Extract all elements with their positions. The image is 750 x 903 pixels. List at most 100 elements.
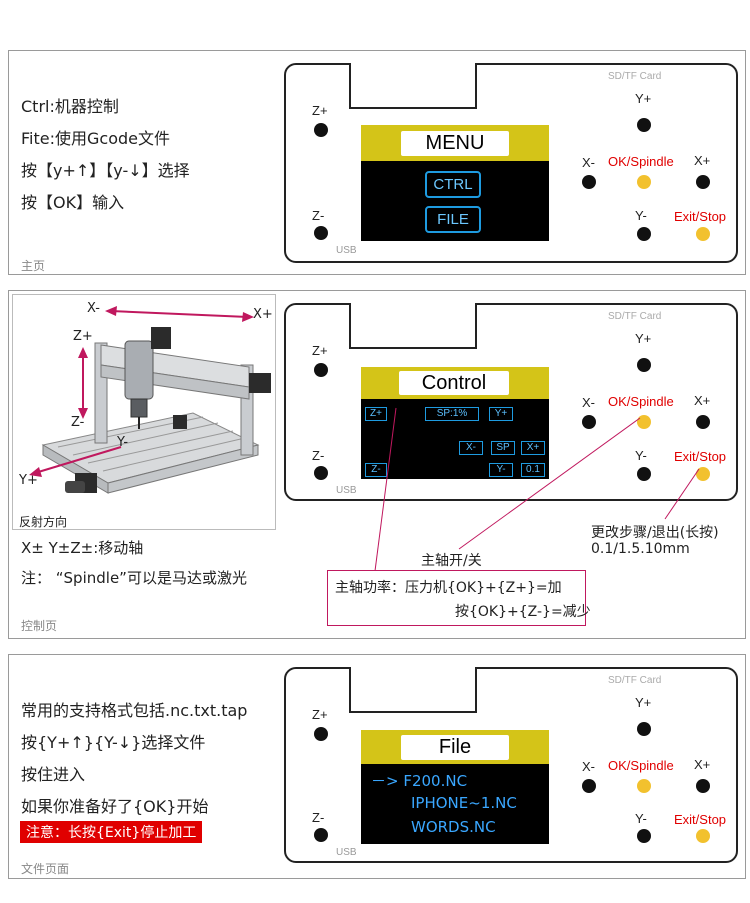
sd-card-slot xyxy=(349,63,477,109)
y-plus-label: Y+ xyxy=(635,91,652,106)
exit-stop-label: Exit/Stop xyxy=(674,449,727,464)
file-list-item[interactable]: WORDS.NC xyxy=(411,818,496,836)
y-minus-button[interactable] xyxy=(637,227,651,241)
leader-exit-stop xyxy=(664,468,700,520)
y-minus-label: Y- xyxy=(635,448,647,463)
z-plus-button[interactable] xyxy=(314,363,328,377)
z-plus-button[interactable] xyxy=(314,123,328,137)
usb-label: USB xyxy=(336,485,357,496)
ok-spindle-button[interactable] xyxy=(637,779,651,793)
y-minus-button[interactable] xyxy=(637,467,651,481)
warning-badge: 注意：长按{Exit}停止加工 xyxy=(20,821,203,843)
y-minus-button[interactable] xyxy=(637,829,651,843)
leader-spindle-power xyxy=(374,407,397,572)
axis-label-z-plus: Z+ xyxy=(73,329,93,344)
z-plus-label: Z+ xyxy=(312,343,328,358)
x-plus-button[interactable] xyxy=(696,175,710,189)
y-plus-button[interactable] xyxy=(637,118,651,132)
instruction-line: 按{Y+↑}{Y-↓}选择文件 xyxy=(21,733,206,752)
z-plus-label: Z+ xyxy=(312,103,328,118)
exit-stop-button[interactable] xyxy=(696,467,710,481)
ok-spindle-label: OK/Spindle xyxy=(608,758,674,773)
x-plus-label: X+ xyxy=(694,153,711,168)
lcd-screen: Control Z+ SP:1% Y+ X- SP X+ Z- Y- 0.1 xyxy=(361,367,549,479)
usb-label: USB xyxy=(336,847,357,858)
instruction-line: Ctrl:机器控制 xyxy=(21,97,119,116)
page-caption: 文件页面 xyxy=(21,862,70,876)
ok-spindle-button[interactable] xyxy=(637,175,651,189)
axis-label-y-plus: Y+ xyxy=(19,473,38,488)
screen-tag-z-plus[interactable]: Z+ xyxy=(365,407,387,421)
page-caption: 主页 xyxy=(21,259,46,273)
sd-card-label: SD/TF Card xyxy=(608,675,662,686)
exit-stop-button[interactable] xyxy=(696,227,710,241)
y-minus-label: Y- xyxy=(635,811,647,826)
cnc-machine-image: X- X+ Z+ Z- Y- Y+ 反射方向 xyxy=(12,294,276,530)
axis-label-x-minus: X- xyxy=(87,301,100,316)
z-plus-label: Z+ xyxy=(312,707,328,722)
screen-title: Control xyxy=(399,371,509,395)
axis-label-y-minus: Y- xyxy=(117,435,129,450)
instruction-line: 注： “Spindle”可以是马达或激光 xyxy=(21,569,247,587)
file-menu-button[interactable]: FILE xyxy=(425,206,481,233)
spindle-toggle-note: 主轴开/关 xyxy=(421,553,482,569)
lcd-screen: File －> F200.NC IPHONE~1.NC WORDS.NC xyxy=(361,730,549,844)
step-exit-note: 更改步骤/退出(长按) xyxy=(591,525,719,541)
instruction-line: 按【OK】输入 xyxy=(21,193,125,212)
x-plus-button[interactable] xyxy=(696,779,710,793)
x-minus-button[interactable] xyxy=(582,175,596,189)
z-minus-button[interactable] xyxy=(314,828,328,842)
image-label: 反射方向 xyxy=(19,515,68,529)
sd-card-label: SD/TF Card xyxy=(608,71,662,82)
controller-device: SD/TF Card USB Z+ Z- Y+ X- OK/Spindle X+… xyxy=(284,63,738,263)
control-page-panel: X- X+ Z+ Z- Y- Y+ 反射方向 X± Y±Z±:移动轴 注： “S… xyxy=(8,290,746,639)
screen-tag-spindle-power[interactable]: SP:1% xyxy=(425,407,479,421)
screen-tag-spindle[interactable]: SP xyxy=(491,441,515,455)
page-caption: 控制页 xyxy=(21,619,58,633)
y-plus-button[interactable] xyxy=(637,358,651,372)
exit-stop-button[interactable] xyxy=(696,829,710,843)
usb-label: USB xyxy=(336,245,357,256)
spindle-power-note: 主轴功率：压力机{OK}+{Z+}=加 xyxy=(335,580,562,596)
z-minus-label: Z- xyxy=(312,448,325,463)
y-plus-button[interactable] xyxy=(637,722,651,736)
axis-arrows xyxy=(29,306,254,477)
x-minus-button[interactable] xyxy=(582,415,596,429)
file-page-panel: 常用的支持格式包括.nc.txt.tap 按{Y+↑}{Y-↓}选择文件 按住进… xyxy=(8,654,746,879)
step-size-note: 0.1/1.5.10mm xyxy=(591,541,690,557)
instruction-line: 按【y+↑】【y-↓】选择 xyxy=(21,161,190,180)
screen-tag-x-minus[interactable]: X- xyxy=(459,441,483,455)
screen-tag-x-plus[interactable]: X+ xyxy=(521,441,545,455)
z-minus-button[interactable] xyxy=(314,466,328,480)
ctrl-menu-button[interactable]: CTRL xyxy=(425,171,481,198)
z-minus-label: Z- xyxy=(312,810,325,825)
sd-card-slot xyxy=(349,667,477,713)
y-plus-label: Y+ xyxy=(635,331,652,346)
spindle-power-note: 按{OK}+{Z-}=减少 xyxy=(455,604,591,620)
x-minus-label: X- xyxy=(582,759,595,774)
sd-card-label: SD/TF Card xyxy=(608,311,662,322)
instruction-line: Fite:使用Gcode文件 xyxy=(21,129,170,148)
controller-device: SD/TF Card USB Z+ Z- Y+ X- OK/Spindle X+… xyxy=(284,303,738,501)
ok-spindle-button[interactable] xyxy=(637,415,651,429)
x-minus-button[interactable] xyxy=(582,779,596,793)
file-list-item[interactable]: IPHONE~1.NC xyxy=(411,794,517,812)
z-minus-button[interactable] xyxy=(314,226,328,240)
ok-spindle-label: OK/Spindle xyxy=(608,394,674,409)
x-plus-button[interactable] xyxy=(696,415,710,429)
screen-tag-step[interactable]: 0.1 xyxy=(521,463,545,477)
home-page-panel: Ctrl:机器控制 Fite:使用Gcode文件 按【y+↑】【y-↓】选择 按… xyxy=(8,50,746,275)
y-plus-label: Y+ xyxy=(635,695,652,710)
z-plus-button[interactable] xyxy=(314,727,328,741)
instruction-line: 如果你准备好了{OK}开始 xyxy=(21,797,209,816)
instruction-line: 常用的支持格式包括.nc.txt.tap xyxy=(21,701,248,720)
file-list-item[interactable]: －> F200.NC xyxy=(371,772,468,790)
z-minus-label: Z- xyxy=(312,208,325,223)
exit-stop-label: Exit/Stop xyxy=(674,209,727,224)
spindle-power-note-box: 主轴功率：压力机{OK}+{Z+}=加 按{OK}+{Z-}=减少 xyxy=(327,570,591,626)
screen-tag-y-plus[interactable]: Y+ xyxy=(489,407,513,421)
screen-tag-z-minus[interactable]: Z- xyxy=(365,463,387,477)
annotation-lines xyxy=(374,407,700,572)
screen-tag-y-minus[interactable]: Y- xyxy=(489,463,513,477)
screen-title: File xyxy=(401,735,509,760)
